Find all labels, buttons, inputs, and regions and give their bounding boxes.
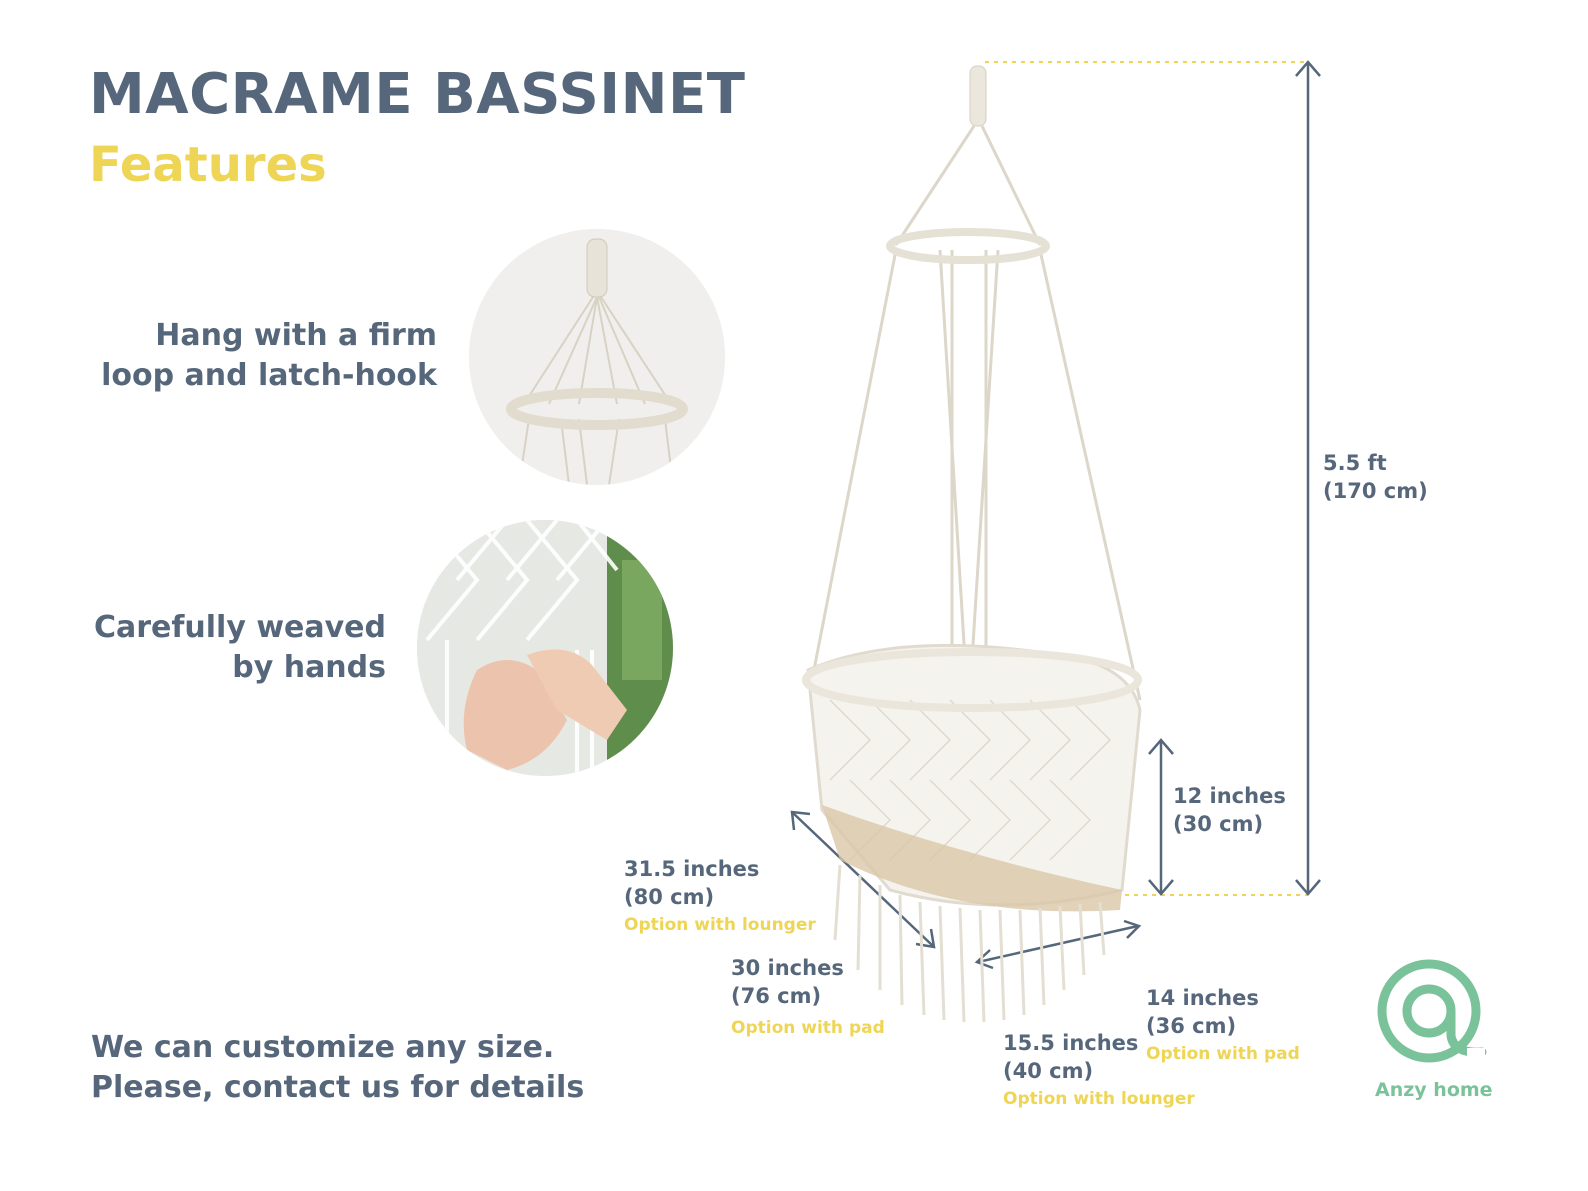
length-lounger-metric: (80 cm)	[624, 885, 715, 909]
width-arrow	[974, 919, 1142, 970]
bassinet-diagram	[790, 60, 1321, 1023]
width-lounger-imperial: 15.5 inches	[1003, 1031, 1139, 1055]
length-pad-imperial: 30 inches	[731, 956, 844, 980]
width-pad-option: Option with pad	[1146, 1044, 1300, 1064]
height-arrow	[1295, 60, 1321, 896]
feature-weave-line1: Carefully weaved	[93, 610, 386, 645]
feature-hang-line1: Hang with a firm	[155, 318, 437, 353]
customize-note-line2: Please, contact us for details	[91, 1070, 585, 1105]
page-title: MACRAME BASSINET	[89, 62, 746, 127]
width-lounger-metric: (40 cm)	[1003, 1059, 1094, 1083]
width-pad-imperial: 14 inches	[1146, 986, 1259, 1010]
page-subtitle: Features	[89, 137, 327, 193]
height-metric: (170 cm)	[1323, 479, 1428, 503]
length-pad-metric: (76 cm)	[731, 984, 822, 1008]
length-pad-label: 30 inches (76 cm) Option with pad	[731, 954, 885, 1042]
width-lounger-option: Option with lounger	[1003, 1089, 1195, 1109]
brand-name: Anzy home	[1375, 1079, 1493, 1101]
width-pad-metric: (36 cm)	[1146, 1014, 1237, 1038]
customize-note: We can customize any size. Please, conta…	[91, 1028, 584, 1108]
length-pad-option: Option with pad	[731, 1018, 885, 1038]
depth-label: 12 inches (30 cm)	[1173, 782, 1286, 838]
length-lounger-option: Option with lounger	[624, 915, 816, 935]
height-label: 5.5 ft (170 cm)	[1323, 449, 1428, 505]
hand-weaving-photo	[417, 520, 673, 776]
anzy-home-logo-icon	[1377, 959, 1487, 1063]
feature-weave-line2: by hands	[232, 650, 386, 685]
length-lounger-label: 31.5 inches (80 cm) Option with lounger	[624, 855, 816, 939]
depth-arrow	[1148, 738, 1174, 896]
hand-weaving-illustration	[417, 520, 673, 776]
feature-hang-line2: loop and latch-hook	[101, 358, 437, 393]
customize-note-line1: We can customize any size.	[91, 1030, 555, 1065]
width-pad-label: 14 inches (36 cm) Option with pad	[1146, 984, 1300, 1068]
feature-hang-text: Hang with a firm loop and latch-hook	[101, 316, 437, 396]
depth-metric: (30 cm)	[1173, 812, 1264, 836]
bassinet-illustration	[802, 65, 1142, 1023]
width-lounger-label: 15.5 inches (40 cm) Option with lounger	[1003, 1029, 1195, 1113]
height-imperial: 5.5 ft	[1323, 451, 1387, 475]
length-lounger-imperial: 31.5 inches	[624, 857, 760, 881]
depth-imperial: 12 inches	[1173, 784, 1286, 808]
feature-weave-text: Carefully weaved by hands	[94, 608, 386, 688]
